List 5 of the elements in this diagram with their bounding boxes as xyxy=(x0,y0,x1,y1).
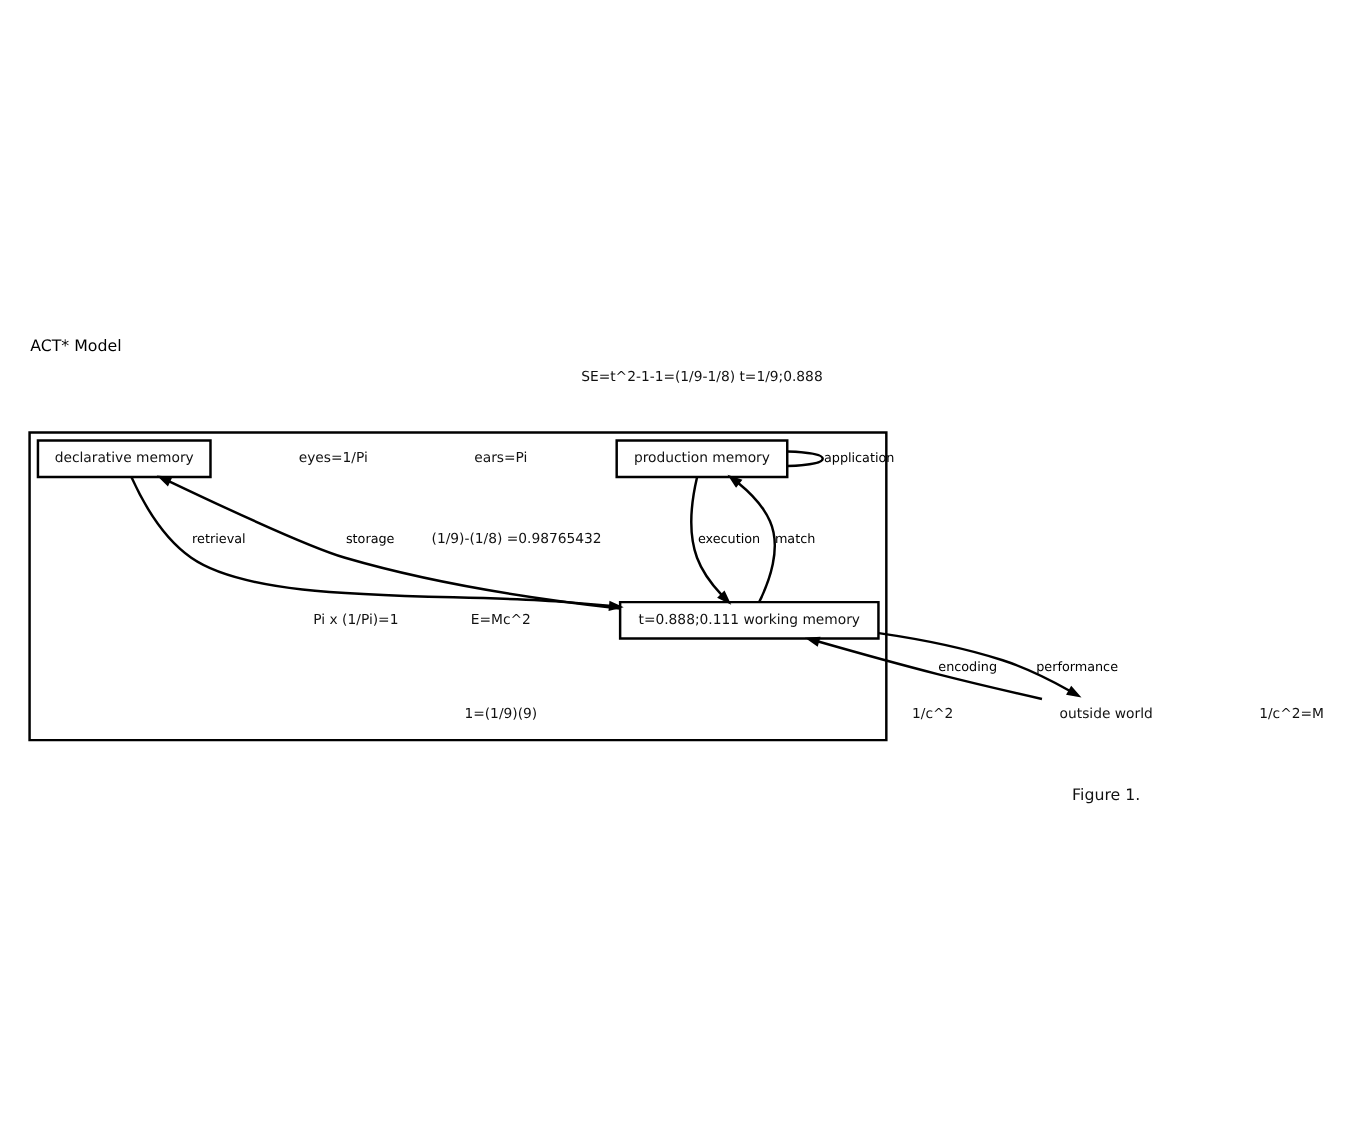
arrow xyxy=(727,473,776,602)
arrow xyxy=(878,630,1082,697)
connector xyxy=(787,449,824,467)
arrow xyxy=(690,475,732,604)
arrow xyxy=(804,635,1043,700)
